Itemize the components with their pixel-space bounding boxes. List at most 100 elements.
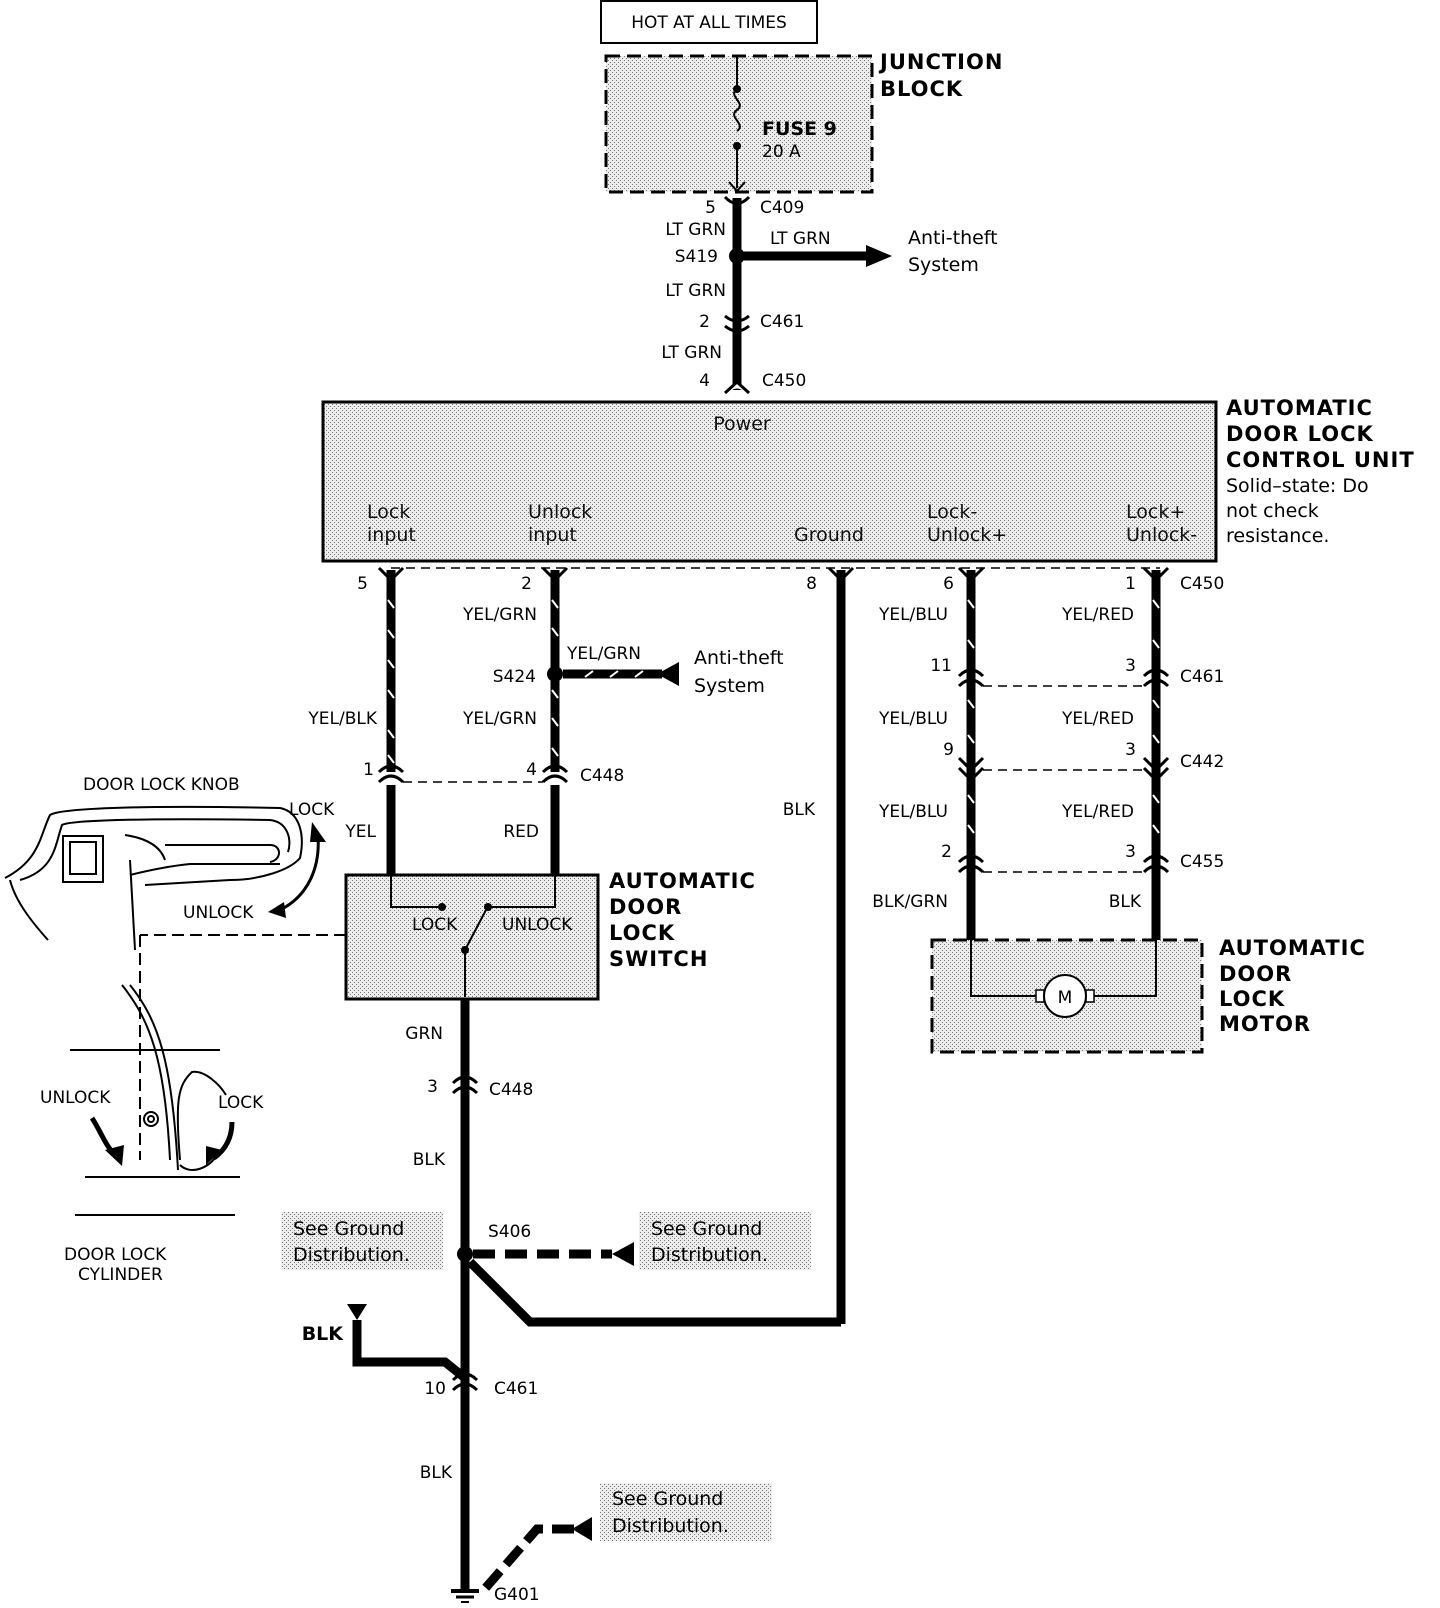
wire-yel-blu-2: YEL/BLU [878,709,948,729]
splice-s419-label: S419 [675,247,718,267]
cu-title-2: DOOR LOCK [1226,422,1374,446]
wire-blk-1: BLK [413,1150,446,1170]
see-ground-bottom-1: See Ground [612,1488,723,1510]
ground-dist-arrow-bottom [572,1517,592,1541]
c442-pin-9: 9 [943,740,954,760]
ground-return-wire [466,1258,841,1327]
wire-grn: GRN [405,1024,443,1044]
unit-connector-c450: C450 [1180,574,1224,594]
pin-4-c450: 4 [699,371,710,391]
connector-c448-top: C448 [580,766,624,786]
switch-title-2: DOOR [609,895,682,919]
cu-lockp-1: Lock+ [1126,501,1185,523]
unit-pin-5: 5 [357,574,368,594]
switch-title-4: SWITCH [609,947,708,971]
fuse-label: FUSE 9 [762,118,837,140]
knob-lock-unlock-arrow [279,835,320,912]
wire-yel-red-1: YEL/RED [1061,605,1134,625]
splice-s406-label: S406 [488,1222,531,1242]
cu-lockm-2: Unlock+ [927,524,1007,546]
door-lock-knob-label: DOOR LOCK KNOB [83,775,240,795]
anti-theft-top-2: System [908,254,979,276]
motor-symbol-label: M [1058,988,1073,1008]
cu-title-3: CONTROL UNIT [1226,448,1415,472]
door-lock-cylinder-drawing [70,984,240,1216]
motor-title-1: AUTOMATIC [1219,936,1366,960]
junction-block-title-1: JUNCTION [878,50,1003,74]
see-ground-left-1: See Ground [293,1218,404,1240]
wire-lt-grn-1: LT GRN [665,220,726,240]
wire-lt-grn-3: LT GRN [661,343,722,363]
switch-contact [464,907,488,951]
cu-title-1: AUTOMATIC [1226,396,1373,420]
see-ground-right-1: See Ground [651,1218,762,1240]
c461-pin-10: 10 [424,1379,446,1399]
cylinder-label-2: CYLINDER [78,1265,163,1285]
splice-s424 [547,666,563,682]
automatic-door-lock-control-unit [321,400,1218,563]
switch-title-1: AUTOMATIC [609,869,756,893]
connector-c450-top: C450 [762,371,806,391]
cu-power-label: Power [713,413,771,435]
unit-pin-6: 6 [943,574,954,594]
motor-symbol [1043,974,1087,1018]
cylinder-lock-arrow [212,1121,235,1161]
cylinder-label-1: DOOR LOCK [64,1245,167,1265]
knob-lock-label: LOCK [289,800,335,820]
cu-ground-label: Ground [794,524,864,546]
cu-unlock-input-2: input [528,524,577,546]
unit-pin-1: 1 [1125,574,1136,594]
ground-g401-label: G401 [494,1585,540,1605]
cu-lock-input-1: Lock [367,501,410,523]
wire-yel-red-2: YEL/RED [1061,709,1134,729]
anti-theft-top-1: Anti-theft [908,227,998,249]
splice-s406 [457,1246,473,1262]
wire-yel: YEL [344,822,376,842]
cu-note-3: resistance. [1226,525,1329,547]
wire-yel-grn-2: YEL/GRN [462,709,537,729]
anti-theft-mid-2: System [694,675,765,697]
cu-note-1: Solid–state: Do [1226,475,1369,497]
junction-block-title-2: BLOCK [880,77,963,101]
cu-lockp-2: Unlock- [1126,524,1197,546]
wire-blk-grn: BLK/GRN [872,892,948,912]
pin-5-c409: 5 [705,198,716,218]
ground-symbol-g401 [451,1589,479,1603]
anti-theft-wire-mid: YEL/GRN [566,644,641,664]
motor-title-4: MOTOR [1219,1012,1311,1036]
cu-lock-input-2: input [367,524,416,546]
hot-at-all-times-box [600,0,818,44]
pin-2-c461: 2 [699,312,710,332]
knob-unlock-label: UNLOCK [183,903,254,923]
connector-c461-right: C461 [1180,667,1224,687]
fuse-9-symbol [733,88,741,132]
cu-note-2: not check [1226,500,1319,522]
see-ground-bottom-2: Distribution. [612,1515,729,1537]
c455-pin-2: 2 [941,842,952,862]
wire-blk-2: BLK [420,1463,453,1483]
anti-theft-arrow-mid [657,662,679,686]
wire-yel-blu-1: YEL/BLU [878,605,948,625]
c461-pin-11: 11 [930,656,952,676]
switch-unlock-label: UNLOCK [502,915,573,935]
wire-yel-blk-label: YEL/BLK [307,709,377,729]
connector-c448-bottom: C448 [489,1080,533,1100]
cylinder-lock-label: LOCK [218,1093,264,1113]
unit-pin-8: 8 [806,574,817,594]
motor-title-3: LOCK [1219,987,1285,1011]
hot-at-all-times-label: HOT AT ALL TIMES [631,13,787,33]
see-ground-right-2: Distribution. [651,1244,768,1266]
anti-theft-wire-label: LT GRN [770,229,831,249]
cu-unlock-input-1: Unlock [528,501,592,523]
wire-blk-ground: BLK [783,800,816,820]
unit-pin-2: 2 [521,574,532,594]
door-lock-knob-drawing [4,805,303,951]
connector-c461-top: C461 [760,312,804,332]
wire-blk-motor: BLK [1109,892,1142,912]
cylinder-unlock-label: UNLOCK [40,1088,111,1108]
wire-blk-side: BLK [302,1323,345,1345]
c461-pin-3: 3 [1125,656,1136,676]
fuse-rating: 20 A [762,142,801,162]
wire-yel-grn-1: YEL/GRN [462,605,537,625]
